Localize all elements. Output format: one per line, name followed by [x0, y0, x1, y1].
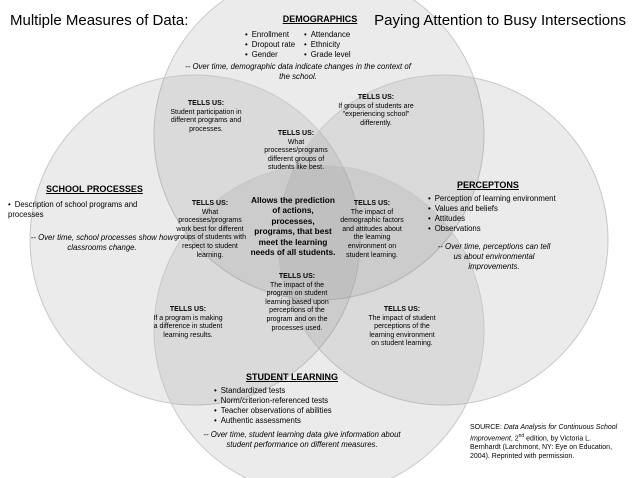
intersection-text: The impact of the program on student lea… — [265, 281, 329, 332]
intersection-text: What processes/programs different groups… — [264, 138, 328, 172]
intersection-perceptions-learning: TELLS US: The impact of student percepti… — [366, 306, 438, 349]
list-item: Perception of learning environment — [428, 194, 578, 204]
tells-us-label: TELLS US: — [187, 100, 225, 107]
demographics-circle — [153, 0, 485, 301]
list-item: Values and beliefs — [428, 204, 578, 214]
list-item: Attitudes — [428, 214, 578, 224]
student-learning-list: Standardized tests Norm/criterion-refere… — [214, 386, 332, 426]
perceptions-list: Perception of learning environment Value… — [428, 194, 578, 234]
list-item: Norm/criterion-referenced tests — [214, 396, 332, 406]
source-edition: , 2 — [510, 435, 519, 443]
intersection-text: If groups of students are "experiencing … — [338, 102, 414, 127]
list-item: Teacher observations of abilities — [214, 406, 332, 416]
list-item: Dropout rate — [245, 40, 295, 50]
tells-us-label: TELLS US: — [357, 94, 395, 101]
demographics-note: -- Over time, demographic data indicate … — [185, 62, 411, 81]
student-learning-note: -- Over time, student learning data give… — [203, 430, 401, 449]
source-edition-sup: nd — [518, 433, 525, 439]
list-item: Attendance — [304, 30, 351, 40]
center-intersection: Allows the prediction of actions, proces… — [250, 195, 336, 258]
source-prefix: SOURCE: — [470, 424, 504, 431]
student-learning-header: STUDENT LEARNING — [246, 372, 338, 382]
perceptions-circle — [277, 74, 609, 406]
list-item: Description of school programs and proce… — [8, 200, 158, 220]
title-right: Paying Attention to Busy Intersections — [374, 12, 626, 29]
intersection-text: If a program is making a difference in s… — [153, 314, 223, 339]
school-processes-list: Description of school programs and proce… — [8, 200, 158, 220]
intersection-text: The impact of student perceptions of the… — [368, 314, 436, 348]
intersection-text: What processes/programs work best for di… — [174, 208, 246, 259]
list-item: Enrollment — [245, 30, 295, 40]
intersection-processes-demographics-learning: TELLS US: What processes/programs work b… — [172, 200, 248, 260]
demographics-list-1: Enrollment Dropout rate Gender — [245, 30, 295, 60]
school-processes-circle — [29, 74, 361, 406]
source-title: Data Analysis for Continuous School Impr… — [470, 424, 618, 443]
list-item: Ethnicity — [304, 40, 351, 50]
source-citation: SOURCE: Data Analysis for Continuous Sch… — [470, 423, 620, 461]
list-item: Authentic assessments — [214, 416, 332, 426]
school-processes-note: -- Over time, school processes show how … — [30, 233, 174, 252]
list-item: Gender — [245, 50, 295, 60]
source-rest: edition, by Victoria L. Bernhardt (Larch… — [470, 435, 613, 461]
demographics-list-2: Attendance Ethnicity Grade level — [304, 30, 351, 60]
title-left: Multiple Measures of Data: — [10, 12, 189, 29]
intersection-demographics-perceptions: TELLS US: If groups of students are "exp… — [336, 94, 416, 128]
demographics-header: DEMOGRAPHICS — [282, 14, 358, 24]
intersection-text: The impact of demographic factors and at… — [340, 208, 404, 259]
list-item: Observations — [428, 224, 578, 234]
perceptions-note: -- Over time, perceptions can tell us ab… — [437, 242, 551, 271]
intersection-processes-perceptions-learning: TELLS US: The impact of the program on s… — [262, 273, 332, 333]
perceptions-header: PERCEPTONS — [457, 180, 519, 190]
intersection-text: Student participation in different progr… — [170, 108, 242, 133]
tells-us-label: TELLS US: — [353, 200, 391, 207]
list-item: Standardized tests — [214, 386, 332, 396]
school-processes-header: SCHOOL PROCESSES — [46, 184, 143, 194]
tells-us-label: TELLS US: — [191, 200, 229, 207]
intersection-processes-learning: TELLS US: If a program is making a diffe… — [152, 306, 224, 340]
list-item: Grade level — [304, 50, 351, 60]
intersection-demographics-processes: TELLS US: Student participation in diffe… — [168, 100, 244, 134]
tells-us-label: TELLS US: — [278, 273, 316, 280]
intersection-demographics-processes-perceptions: TELLS US: What processes/programs differ… — [258, 130, 334, 173]
intersection-perceptions-demographics-learning: TELLS US: The impact of demographic fact… — [340, 200, 404, 260]
tells-us-label: TELLS US: — [383, 306, 421, 313]
tells-us-label: TELLS US: — [277, 130, 315, 137]
tells-us-label: TELLS US: — [169, 306, 207, 313]
